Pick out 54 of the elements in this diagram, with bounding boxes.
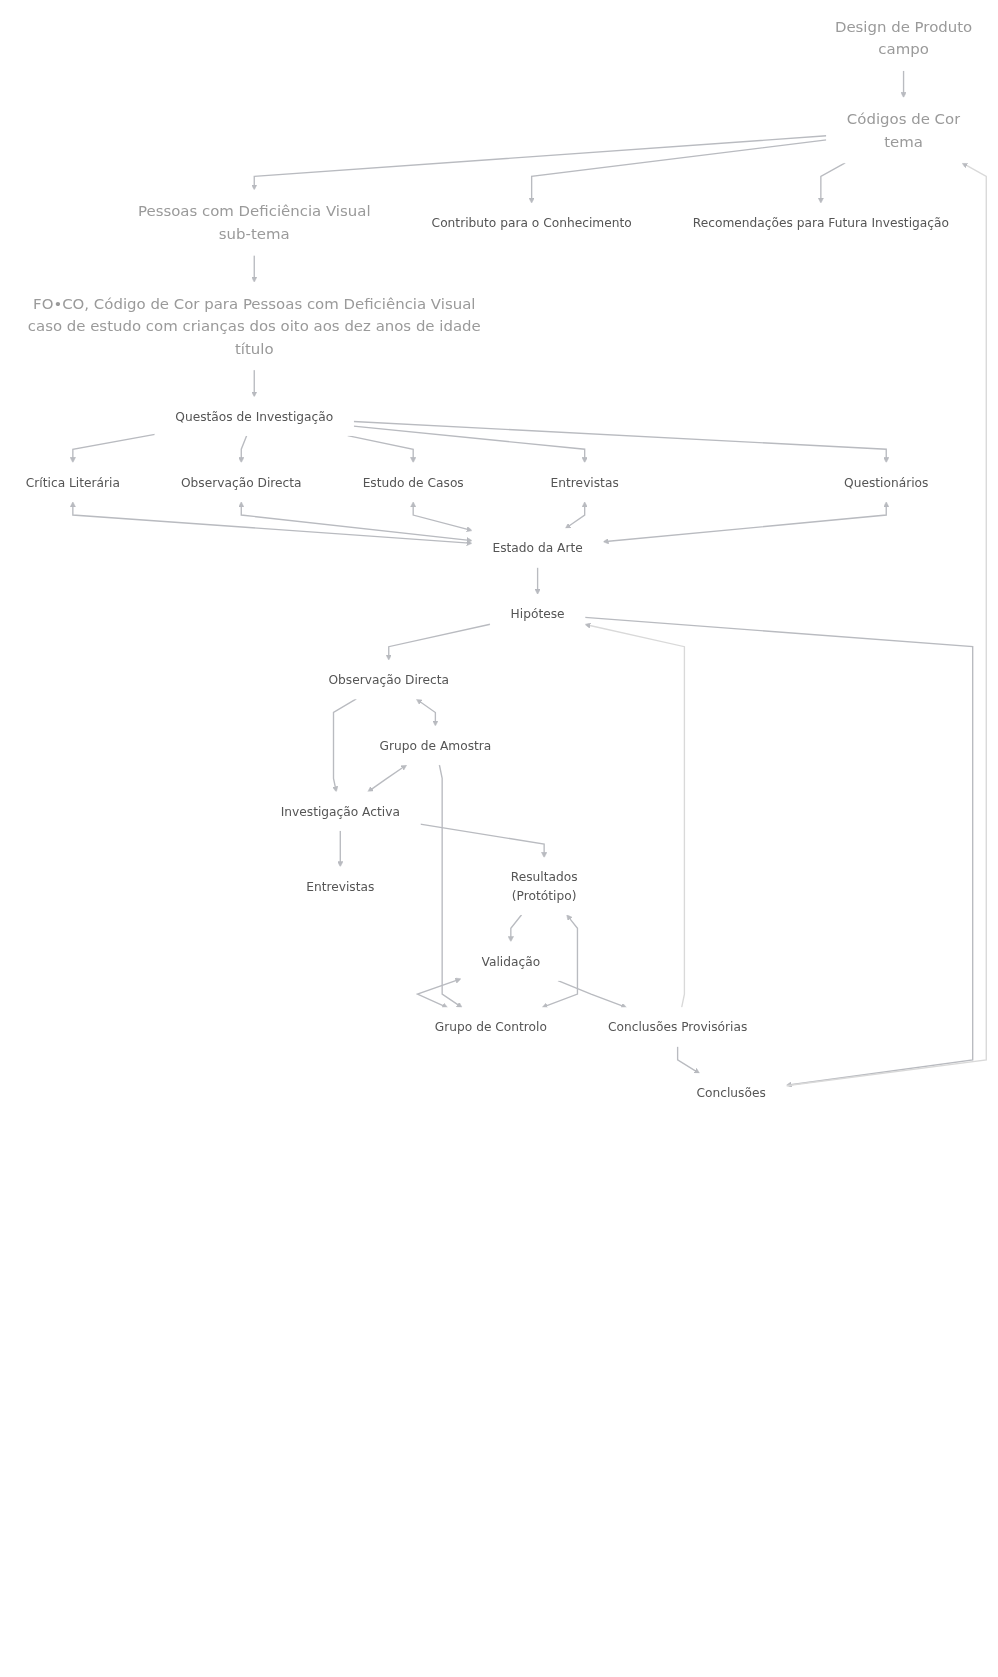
node-text: Observação Directa [328,672,450,687]
arrow [419,823,548,858]
node-text: Códigos de Cor tema [846,110,961,150]
node-text: Questionários [844,475,929,490]
arrow [416,698,439,727]
arrow [69,501,473,546]
node-text: Pessoas com Deficiência Visual sub-tema [137,202,371,243]
node-text: FO•CO, Código de Cor para Pessoas com Deficiência Visual caso de estudo com crianças dos oito aos dez anos de idade título [27,295,481,357]
arrow [410,501,473,533]
node-text: Observação Directa [180,475,302,490]
node-text: Validação [481,954,541,969]
arrow [238,501,473,544]
node-text: Crítica Literária [25,475,120,490]
arrow [352,425,588,464]
arrow [817,162,846,204]
arrow [602,501,890,545]
node-text: Investigação Activa [280,804,400,819]
arrow [565,501,588,529]
arrow [337,829,344,868]
arrow [534,566,541,595]
node-text: Grupo de Controlo [434,1019,547,1035]
arrow [584,616,974,1088]
arrow [438,764,463,1008]
arrow [900,69,907,98]
node-text: Estudo de Casos [362,475,464,490]
node-text: Questãos de Investigação [175,409,334,424]
arrow [557,979,627,1009]
arrow [785,162,987,1087]
node-text: Entrevistas [550,475,619,490]
node-text: Contributo para o Conhecimento [431,215,632,230]
arrow [676,1045,700,1074]
arrow [528,139,828,204]
node-text: Design de Produto campo [834,18,973,58]
node-text: Conclusões [696,1085,766,1100]
node-text: Entrevistas [306,879,375,894]
arrow [332,698,357,793]
arrow [251,369,258,398]
node-text: Resultados (Protótipo) [510,869,578,903]
arrow [69,433,156,464]
node-text: Hipótese [510,606,565,621]
arrow [415,977,462,1009]
node-text: Estado da Arte [492,540,583,556]
arrow [352,420,890,464]
node-text: Conclusões Provisórias [607,1019,748,1035]
arrow [367,764,407,793]
arrow [584,622,686,1009]
arrow [238,434,248,464]
arrow [385,623,491,661]
arrow [541,914,579,1009]
arrow [251,135,828,191]
node-text: Recomendações para Futura Investigação [692,215,949,230]
arrow [507,914,523,943]
node-text: Grupo de Amostra [379,738,492,753]
arrow [251,254,258,283]
